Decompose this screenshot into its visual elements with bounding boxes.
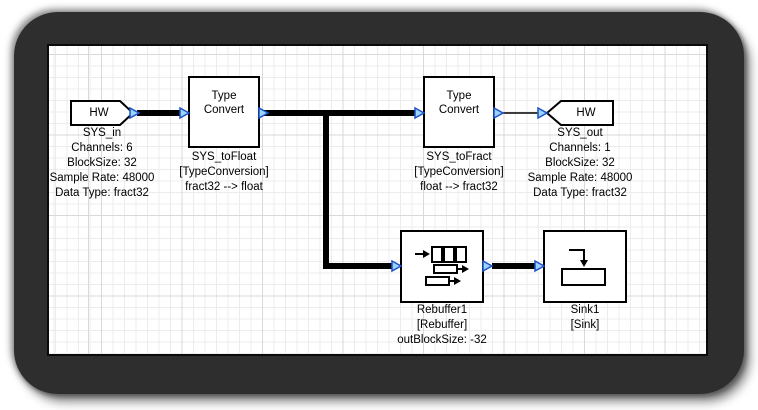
block-param: BlockSize: 32 [528, 156, 633, 171]
block-param: [TypeConversion] [179, 165, 269, 180]
block-param: Sample Rate: 48000 [528, 171, 633, 186]
block-param: Sample Rate: 48000 [50, 171, 155, 186]
pin-tofract-input[interactable] [415, 108, 424, 118]
pin-sink-input[interactable] [535, 261, 544, 271]
block-name: SYS_toFract [414, 150, 504, 165]
pin-tofloat-input[interactable] [180, 108, 189, 118]
caption-sys-tofloat: SYS_toFloat [TypeConversion] fract32 -->… [179, 150, 269, 195]
block-param: Data Type: fract32 [528, 186, 633, 201]
pin-rebuffer-output[interactable] [483, 261, 492, 271]
block-param: outBlockSize: -32 [397, 333, 487, 348]
block-label-sys-tofloat: Type Convert [189, 89, 259, 117]
pin-sysout-input[interactable] [538, 108, 547, 118]
pin-tofract-output[interactable] [494, 108, 503, 118]
block-label-sys-tofract: Type Convert [424, 89, 494, 117]
caption-sys-out: SYS_out Channels: 1 BlockSize: 32 Sample… [528, 126, 633, 201]
wire-branch-to-rebuffer[interactable] [326, 110, 392, 266]
pin-sysin-output[interactable] [130, 108, 139, 118]
caption-sink1: Sink1 [Sink] [571, 303, 600, 333]
block-param: Data Type: fract32 [50, 186, 155, 201]
caption-rebuffer1: Rebuffer1 [Rebuffer] outBlockSize: -32 [397, 303, 487, 348]
block-param: [Rebuffer] [397, 318, 487, 333]
caption-sys-tofract: SYS_toFract [TypeConversion] float --> f… [414, 150, 504, 195]
block-name: Sink1 [571, 303, 600, 318]
block-name: Rebuffer1 [397, 303, 487, 318]
block-sink1[interactable] [544, 231, 626, 302]
block-param: [Sink] [571, 318, 600, 333]
block-param: float --> fract32 [414, 180, 504, 195]
diagram-canvas[interactable]: HW Type Convert Type Convert HW SYS_in C… [47, 44, 708, 356]
block-param: Channels: 1 [528, 141, 633, 156]
pin-tofloat-output[interactable] [259, 108, 268, 118]
block-param: fract32 --> float [179, 180, 269, 195]
block-label-sys-out: HW [559, 106, 613, 120]
block-name: SYS_out [528, 126, 633, 141]
caption-sys-in: SYS_in Channels: 6 BlockSize: 32 Sample … [50, 126, 155, 201]
block-param: Channels: 6 [50, 141, 155, 156]
block-param: [TypeConversion] [414, 165, 504, 180]
block-name: SYS_toFloat [179, 150, 269, 165]
block-label-sys-in: HW [71, 106, 127, 120]
pin-rebuffer-input[interactable] [392, 261, 401, 271]
slide-frame: HW Type Convert Type Convert HW SYS_in C… [14, 12, 744, 394]
block-param: BlockSize: 32 [50, 156, 155, 171]
block-name: SYS_in [50, 126, 155, 141]
